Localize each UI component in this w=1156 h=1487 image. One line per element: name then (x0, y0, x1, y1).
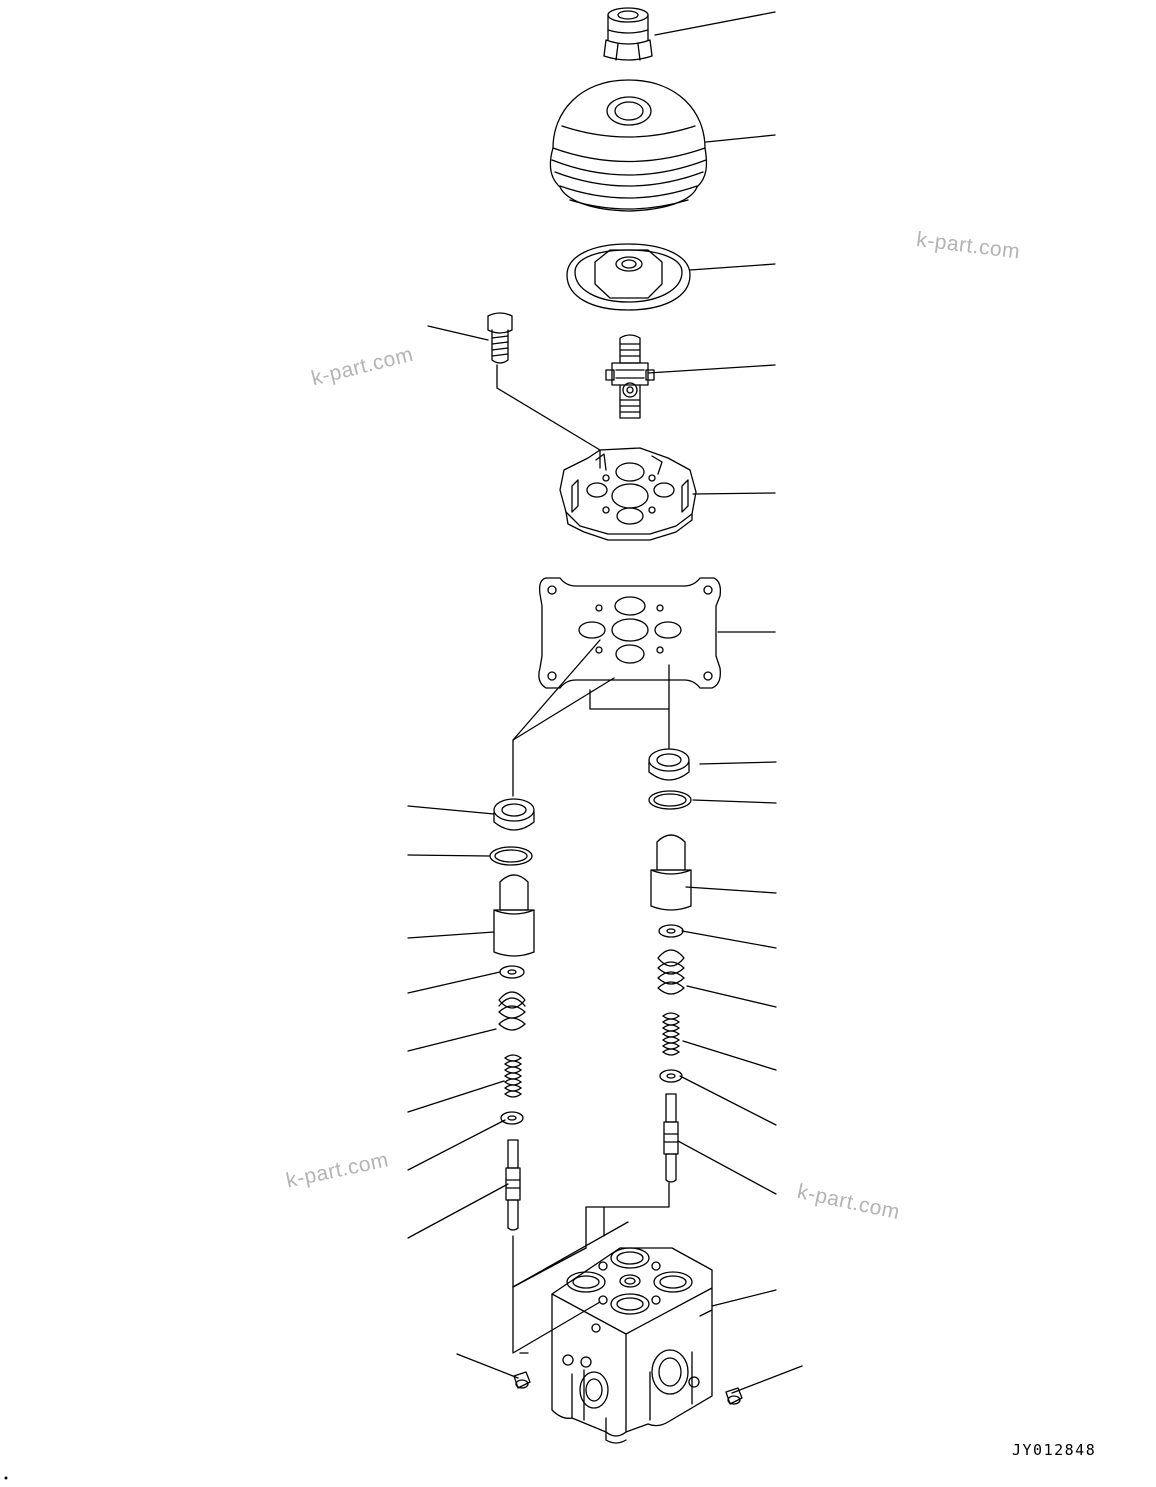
washer-icon (660, 1070, 682, 1082)
leader-line (408, 855, 489, 856)
leader-line (712, 1290, 776, 1306)
spool-icon (506, 1140, 520, 1230)
leader-line (648, 365, 775, 373)
seal-icon (649, 749, 689, 780)
seal-icon (494, 799, 534, 830)
spring-icon (499, 992, 525, 1030)
leader-line (428, 326, 488, 340)
leader-line (408, 972, 500, 993)
leader-line (693, 800, 776, 803)
piston-icon (494, 875, 534, 956)
spool-icon (664, 1094, 678, 1182)
washer-icon (501, 1112, 523, 1124)
bolt-icon (488, 313, 512, 363)
leader-line (408, 932, 494, 938)
plug-icon (514, 1372, 530, 1388)
valve-body-icon (552, 1248, 712, 1443)
leader-line (683, 1041, 776, 1070)
leader-line (700, 762, 776, 764)
washer-icon (500, 966, 524, 978)
leader-line (706, 135, 775, 142)
leader-line (690, 264, 775, 270)
leader-line (686, 887, 776, 893)
stray-dot (5, 1477, 7, 1479)
o-ring-icon (649, 791, 691, 809)
leader-line (693, 493, 775, 494)
joint-icon (606, 335, 654, 418)
disc-nut-icon (567, 244, 690, 310)
rubber-boot-icon (550, 80, 706, 211)
hex-nut-icon (604, 8, 652, 60)
leader-line (408, 806, 494, 814)
leader-line (408, 1081, 504, 1112)
leader-line (655, 12, 775, 35)
piston-icon (651, 835, 691, 910)
spring-icon (658, 950, 684, 994)
leader-line (687, 986, 776, 1007)
spring-icon (663, 1013, 679, 1055)
assembly-guides (497, 365, 669, 1353)
drawing-code: JY012848 (1012, 1441, 1097, 1459)
leader-line (678, 1141, 776, 1194)
washer-icon (659, 925, 683, 937)
plate-icon (560, 448, 696, 540)
leader-line (408, 1184, 508, 1238)
leader-line (680, 1076, 776, 1125)
leader-lines (408, 12, 802, 1393)
leader-line (732, 1366, 802, 1393)
o-ring-icon (490, 847, 532, 865)
leader-line (682, 931, 776, 948)
leader-line (457, 1354, 518, 1378)
spring-icon (505, 1055, 521, 1097)
gasket-icon (539, 578, 721, 688)
leader-line (408, 1029, 496, 1051)
leader-line (408, 1120, 505, 1170)
plug-icon (726, 1388, 742, 1404)
